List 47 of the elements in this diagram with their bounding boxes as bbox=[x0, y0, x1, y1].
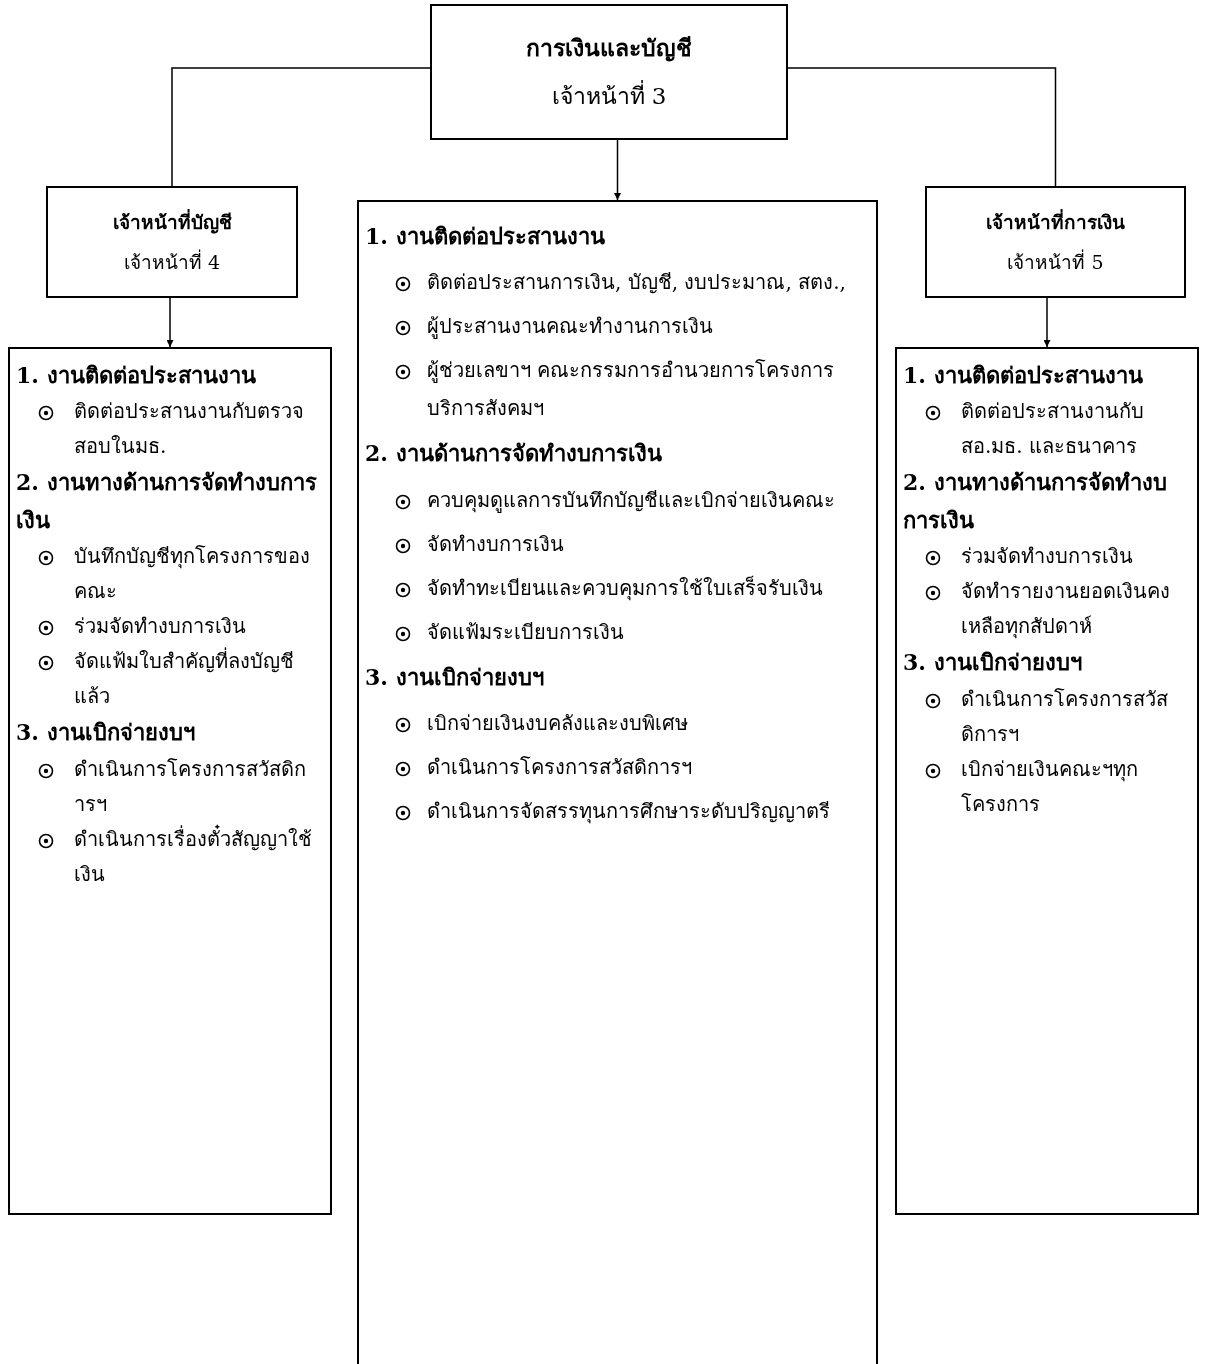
bullet-text: จัดแฟ้มระเบียบการเงิน bbox=[427, 619, 624, 644]
box-subtitle: เจ้าหน้าที่ 3 bbox=[551, 78, 667, 114]
bullet-text: ผู้ช่วยเลขาฯ คณะกรรมการอำนวยการโครงการบริการสังคมฯ bbox=[427, 358, 835, 421]
bullet-text: ติดต่อประสานงานกับสอ.มธ. และธนาคาร bbox=[961, 399, 1144, 459]
bullet-text: จัดทำทะเบียนและควบคุมการใช้ใบเสร็จรับเงิน bbox=[427, 575, 823, 600]
box-title: เจ้าหน้าที่การเงิน bbox=[986, 208, 1125, 235]
duty-list-box bbox=[8, 347, 332, 1215]
bullet-text: ร่วมจัดทำงบการเงิน bbox=[74, 614, 246, 639]
bullet-text: ดำเนินการโครงการสวัสดิการฯ bbox=[74, 756, 306, 816]
bullet-text: ร่วมจัดทำงบการเงิน bbox=[961, 544, 1133, 569]
section-heading: 2. งานทางด้านการจัดทำงบการเงิน bbox=[16, 468, 318, 535]
title-box bbox=[46, 186, 298, 298]
bullet-text: ติดต่อประสานการเงิน, บัญชี, งบประมาณ, สตง., bbox=[427, 270, 846, 295]
bullet-text: จัดทำรายงานยอดเงินคงเหลือทุกสัปดาห์ bbox=[961, 579, 1170, 639]
section-heading: 3. งานเบิกจ่ายงบฯ bbox=[16, 718, 196, 748]
arrow bbox=[166, 297, 174, 348]
bullet-text: ดำเนินการโครงการสวัสดิการฯ bbox=[427, 755, 692, 780]
connector-line bbox=[171, 67, 431, 187]
section-heading: 1. งานติดต่อประสานงาน bbox=[903, 361, 1144, 390]
section-heading: 1. งานติดต่อประสานงาน bbox=[16, 361, 257, 390]
section-heading: 3. งานเบิกจ่ายงบฯ bbox=[903, 648, 1083, 678]
bullet-text: จัดทำงบการเงิน bbox=[427, 531, 564, 556]
duty-list-box bbox=[357, 200, 878, 1364]
box-subtitle: เจ้าหน้าที่ 4 bbox=[123, 248, 221, 275]
bullet-text: ควบคุมดูแลการบันทึกบัญชีและเบิกจ่ายเงินคณะ bbox=[427, 487, 835, 512]
bullet-text: เบิกจ่ายเงินคณะฯทุกโครงการ bbox=[961, 756, 1138, 816]
connector-line bbox=[787, 67, 1057, 187]
box-title: การเงินและบัญชี bbox=[526, 33, 692, 64]
bullet-text: ดำเนินการเรื่องตั๋วสัญญาใช้เงิน bbox=[74, 826, 312, 886]
bullet-text: จัดแฟ้มใบสำคัญที่ลงบัญชีแล้ว bbox=[74, 649, 294, 709]
box-subtitle: เจ้าหน้าที่ 5 bbox=[1007, 248, 1104, 275]
arrow bbox=[614, 139, 621, 201]
section-heading: 2. งานทางด้านการจัดทำงบการเงิน bbox=[903, 468, 1168, 535]
section-heading: 1. งานติดต่อประสานงาน bbox=[365, 222, 606, 251]
box-title: เจ้าหน้าที่บัญชี bbox=[112, 208, 232, 236]
arrow bbox=[1043, 297, 1051, 348]
bullet-text: ดำเนินการโครงการสวัสดิการฯ bbox=[961, 686, 1168, 746]
bullet-text: เบิกจ่ายเงินงบคลังและงบพิเศษ bbox=[427, 711, 688, 736]
bullet-text: ติดต่อประสานงานกับตรวจสอบในมธ. bbox=[74, 399, 304, 459]
duty-list-box bbox=[895, 347, 1199, 1215]
bullet-text: ผู้ประสานงานคณะทำงานการเงิน bbox=[427, 314, 713, 339]
bullet-text: บันทึกบัญชีทุกโครงการของคณะ bbox=[74, 544, 310, 604]
section-heading: 2. งานด้านการจัดทำงบการเงิน bbox=[365, 439, 663, 469]
title-box bbox=[925, 186, 1186, 298]
section-heading: 3. งานเบิกจ่ายงบฯ bbox=[365, 662, 545, 692]
title-box bbox=[430, 4, 788, 140]
bullet-text: ดำเนินการจัดสรรทุนการศึกษาระดับปริญญาตรี bbox=[427, 799, 830, 824]
